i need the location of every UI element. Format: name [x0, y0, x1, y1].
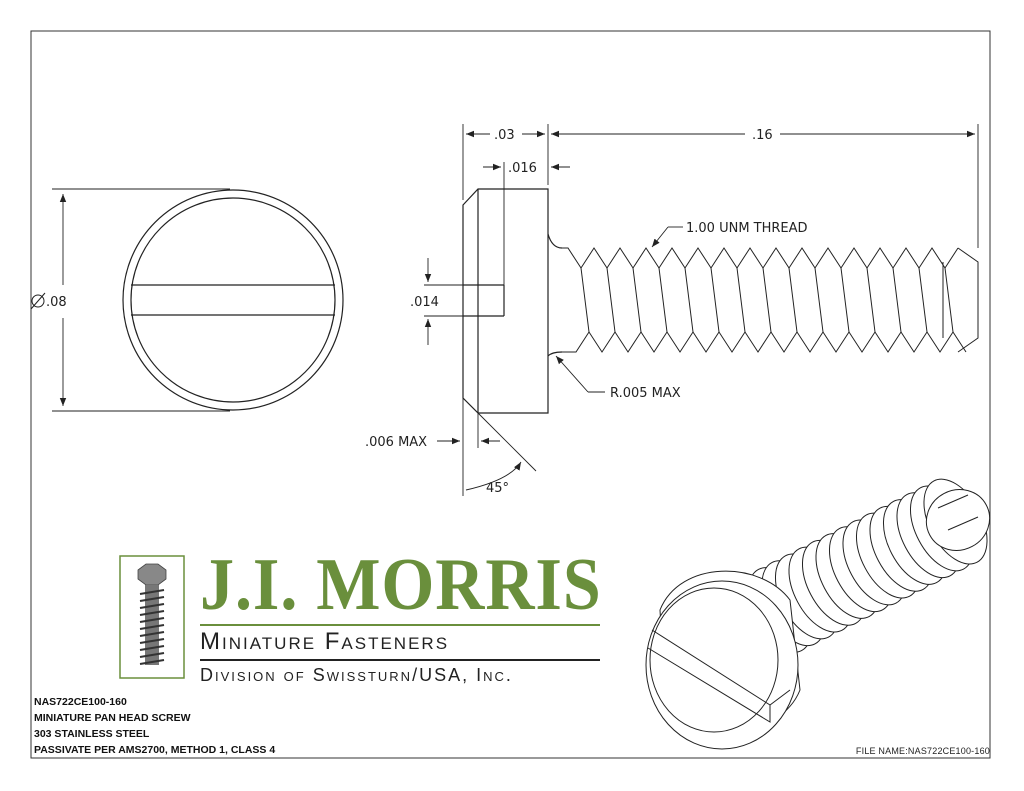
thread-flank [814, 267, 824, 333]
brand-rule [200, 624, 600, 626]
logo-thread-line [139, 617, 165, 623]
brand-division: Division of Swissturn/USA, Inc. [200, 665, 513, 685]
thread-label: 1.00 UNM THREAD [686, 221, 808, 236]
part-description: MINIATURE PAN HEAD SCREW [34, 712, 191, 724]
thread-flank [840, 267, 850, 333]
thread-flank [710, 267, 720, 333]
head-height-label: .03 [494, 128, 515, 143]
logo-thread-line [139, 596, 165, 602]
thread-flank [866, 267, 876, 333]
slot-depth-label: .016 [508, 161, 537, 176]
thread-flank [684, 267, 694, 333]
diameter-label: .08 [46, 295, 67, 310]
sheet-border [30, 30, 991, 759]
top-dimensions [462, 124, 979, 285]
radius-leader [555, 355, 605, 393]
thread-leader [651, 226, 683, 248]
logo-thread-line [139, 603, 165, 609]
thread-flank [632, 267, 642, 333]
brand-name: J.I. MORRIS [200, 544, 602, 626]
logo-thread-line [139, 659, 165, 665]
end-view [122, 189, 344, 411]
logo-thread-line [139, 638, 165, 644]
thread-flank [658, 267, 668, 333]
slot-width-label: .014 [410, 295, 439, 310]
part-material: 303 STAINLESS STEEL [34, 728, 150, 740]
isometric-view [645, 478, 991, 750]
part-notes: NAS722CE100-160 MINIATURE PAN HEAD SCREW… [34, 694, 275, 758]
logo-thread-line [139, 652, 165, 658]
slot-width-dimension [424, 258, 463, 345]
diameter-symbol-icon [30, 292, 46, 310]
logo-thread-line [139, 645, 165, 651]
logo-thread-line [139, 631, 165, 637]
chamfer-dimension [437, 398, 537, 496]
screw-head-side [462, 188, 563, 414]
logo-badge [119, 555, 185, 679]
thread-side [562, 247, 979, 353]
thread-flank [606, 267, 616, 333]
file-name: FILE NAME:NAS722CE100-160 [855, 746, 990, 756]
thread-flank [580, 267, 590, 333]
radius-label: R.005 MAX [610, 386, 681, 401]
chamfer-label: .006 MAX [365, 435, 427, 450]
brand-subtitle: Miniature Fasteners [200, 628, 450, 655]
thread-flank [944, 267, 954, 333]
thread-flank [918, 267, 928, 333]
length-label: .16 [752, 128, 773, 143]
part-number: NAS722CE100-160 [34, 696, 127, 708]
angle-label: 45° [486, 481, 509, 496]
thread-flank [736, 267, 746, 333]
brand-rule-2 [200, 659, 600, 661]
logo-thread-line [139, 624, 165, 630]
thread-flank [762, 267, 772, 333]
diameter-dimension [52, 188, 230, 412]
part-finish: PASSIVATE PER AMS2700, METHOD 1, CLASS 4 [34, 744, 276, 756]
logo-thread-line [139, 589, 165, 595]
brand-block: J.I. MORRIS Miniature Fasteners Division… [200, 548, 610, 686]
thread-flank [788, 267, 798, 333]
logo-thread-line [139, 610, 165, 616]
thread-flank [892, 267, 902, 333]
